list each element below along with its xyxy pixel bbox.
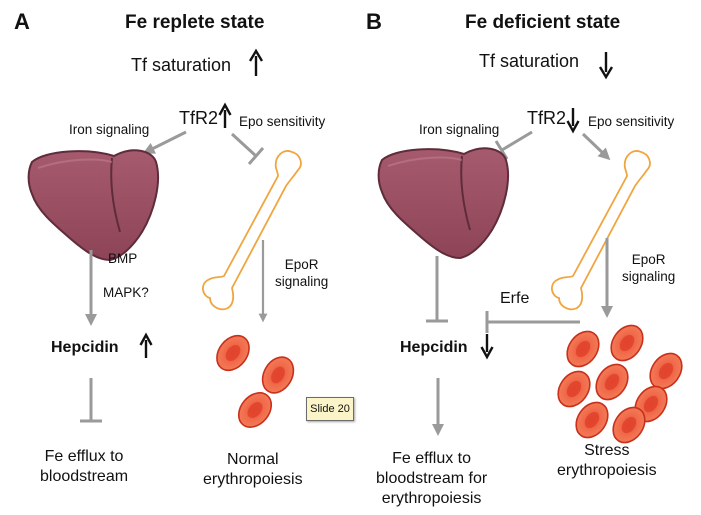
panel-a-tfr2: TfR2 [179,108,219,128]
red-blood-cell-icon [209,328,257,378]
up-arrow-icon [248,48,264,76]
panel-b-title: Fe deficient state [465,12,621,33]
tfr2-to-liver-arrow [142,130,187,154]
panel-b-tf-saturation: Tf saturation [479,51,580,71]
red-blood-cell-icon [255,350,301,400]
panel-b-erythropoiesis: Stress erythropoiesis [557,442,657,479]
down-arrow-icon [566,108,580,134]
tfr2-inhibits-bone [230,132,265,165]
red-blood-cell-icon [559,324,607,374]
red-blood-cell-icon [603,318,651,368]
panel-a-epo-sensitivity: Epo sensitivity [239,114,326,129]
red-blood-cell-icon [588,357,636,407]
panel-a-hepcidin: Hepcidin [51,339,119,356]
panel-b-letter: B [366,9,382,34]
liver-inhibits-hepcidin [426,256,448,323]
down-arrow-icon [480,334,494,360]
up-arrow-icon [218,102,232,128]
hepcidin-inhibits-efflux [80,378,102,423]
red-blood-cell-icon [231,385,279,435]
liver-icon [377,147,510,259]
liver-icon [27,149,160,261]
up-arrow-icon [139,332,153,358]
slide-number-badge: Slide 20 [306,397,354,421]
erfe-inhibits-hepcidin [485,311,580,333]
panel-a-iron-signaling: Iron signaling [69,122,150,137]
down-arrow-icon [598,52,614,80]
panel-b-epor-signaling: EpoR signaling [622,252,676,284]
tfr2-to-bone-arrow [581,132,611,161]
panel-b-efflux: Fe efflux to bloodstream for erythropoie… [376,450,488,507]
panel-a-tf-saturation: Tf saturation [131,55,232,75]
panel-b-hepcidin: Hepcidin [400,339,468,356]
panel-b-tfr2: TfR2 [527,108,567,128]
panel-a-epor-signaling: EpoR signaling [275,257,329,289]
panel-a-efflux: Fe efflux to bloodstream [40,448,129,485]
panel-a-mapk: MAPK? [103,285,149,300]
panel-a-bmp: BMP [108,251,138,266]
panel-b-iron-signaling: Iron signaling [419,122,500,137]
panel-b-epo-sensitivity: Epo sensitivity [588,114,675,129]
panel-b-erfe: Erfe [500,290,530,307]
panel-a-title: Fe replete state [125,12,265,33]
panel-a-erythropoiesis: Normal erythropoiesis [203,451,303,488]
panel-a-letter: A [14,9,30,34]
